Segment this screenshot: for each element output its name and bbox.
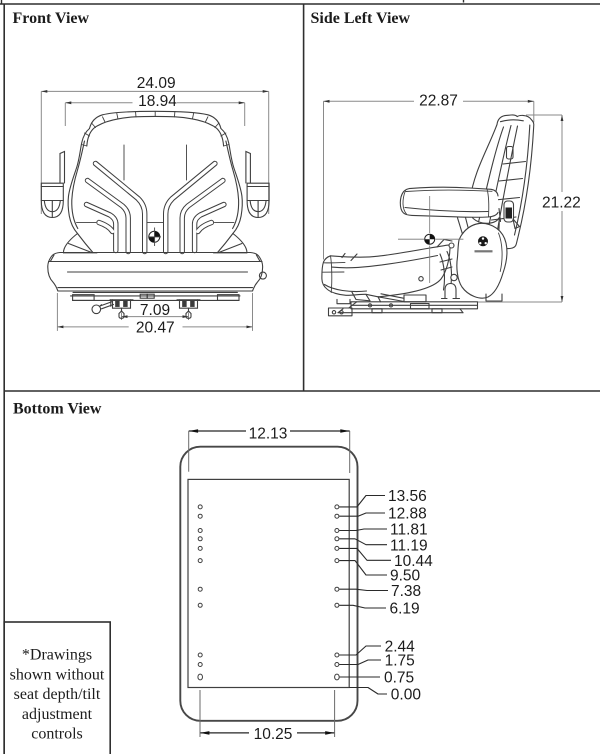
svg-text:adjustment: adjustment bbox=[22, 706, 93, 723]
svg-text:Front View: Front View bbox=[13, 10, 90, 27]
svg-text:9.50: 9.50 bbox=[390, 568, 421, 585]
svg-text:1.75: 1.75 bbox=[385, 653, 415, 670]
svg-text:7.38: 7.38 bbox=[391, 583, 421, 600]
svg-text:11.19: 11.19 bbox=[390, 537, 428, 554]
svg-text:22.87: 22.87 bbox=[419, 93, 458, 110]
svg-text:controls: controls bbox=[31, 726, 83, 743]
svg-text:20.47: 20.47 bbox=[136, 320, 175, 337]
svg-text:shown without: shown without bbox=[10, 666, 105, 683]
svg-text:seat depth/tilt: seat depth/tilt bbox=[14, 686, 101, 703]
svg-text:21.22: 21.22 bbox=[542, 195, 581, 212]
svg-text:0.00: 0.00 bbox=[391, 687, 422, 704]
svg-text:11.81: 11.81 bbox=[390, 522, 428, 539]
svg-text:6.19: 6.19 bbox=[390, 601, 420, 618]
svg-text:2.44: 2.44 bbox=[385, 639, 416, 656]
svg-text:Side Left View: Side Left View bbox=[311, 10, 411, 27]
svg-text:13.56: 13.56 bbox=[388, 488, 427, 505]
svg-text:18.94: 18.94 bbox=[138, 93, 177, 110]
svg-text:12.13: 12.13 bbox=[249, 426, 288, 443]
svg-text:24.09: 24.09 bbox=[137, 75, 176, 92]
svg-text:10.44: 10.44 bbox=[394, 553, 433, 570]
svg-text:Bottom View: Bottom View bbox=[13, 401, 102, 418]
svg-text:*Drawings: *Drawings bbox=[22, 646, 92, 663]
svg-text:7.09: 7.09 bbox=[140, 302, 170, 319]
svg-text:10.25: 10.25 bbox=[254, 726, 293, 743]
svg-text:12.88: 12.88 bbox=[388, 506, 427, 523]
svg-text:0.75: 0.75 bbox=[384, 670, 414, 687]
